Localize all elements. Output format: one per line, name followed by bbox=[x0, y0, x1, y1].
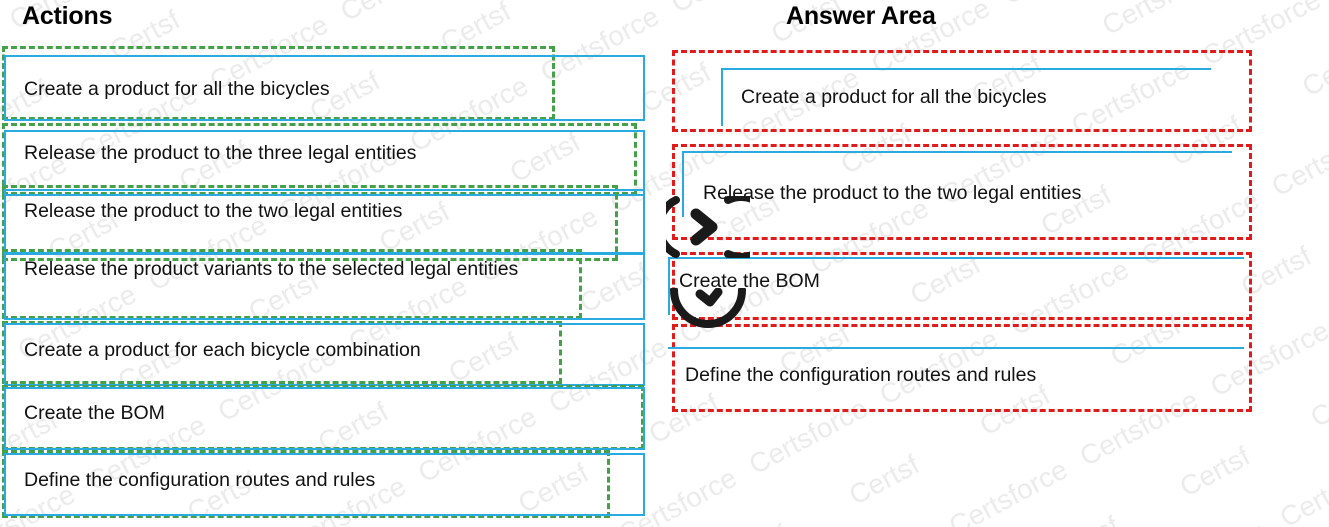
action-tile-label-6: Define the configuration routes and rule… bbox=[24, 469, 376, 491]
action-tile-label-5: Create the BOM bbox=[24, 402, 165, 424]
action-tile-label-2: Release the product to the two legal ent… bbox=[24, 200, 403, 222]
answer-tile-label-1: Release the product to the two legal ent… bbox=[703, 182, 1082, 204]
action-tile-label-4: Create a product for each bicycle combin… bbox=[24, 339, 421, 361]
move-right-circle-icon[interactable] bbox=[666, 196, 750, 258]
action-tile-label-0: Create a product for all the bicycles bbox=[24, 78, 330, 100]
action-tile-label-3: Release the product variants to the sele… bbox=[24, 258, 519, 280]
answer-tile-top-rule-1 bbox=[682, 151, 1232, 153]
action-tile-label-1: Release the product to the three legal e… bbox=[24, 142, 417, 164]
move-down-circle-icon[interactable] bbox=[666, 288, 750, 340]
answer-tile-top-rule-0 bbox=[721, 68, 1211, 70]
actions-column-title: Actions bbox=[22, 2, 113, 30]
answer-area-column-title: Answer Area bbox=[786, 2, 936, 30]
answer-tile-left-rule-0 bbox=[721, 68, 723, 126]
answer-tile-top-rule-2 bbox=[668, 257, 1244, 259]
answer-tile-top-rule-3 bbox=[668, 347, 1244, 349]
answer-tile-label-0: Create a product for all the bicycles bbox=[741, 86, 1047, 108]
answer-tile-label-3: Define the configuration routes and rule… bbox=[685, 364, 1037, 386]
